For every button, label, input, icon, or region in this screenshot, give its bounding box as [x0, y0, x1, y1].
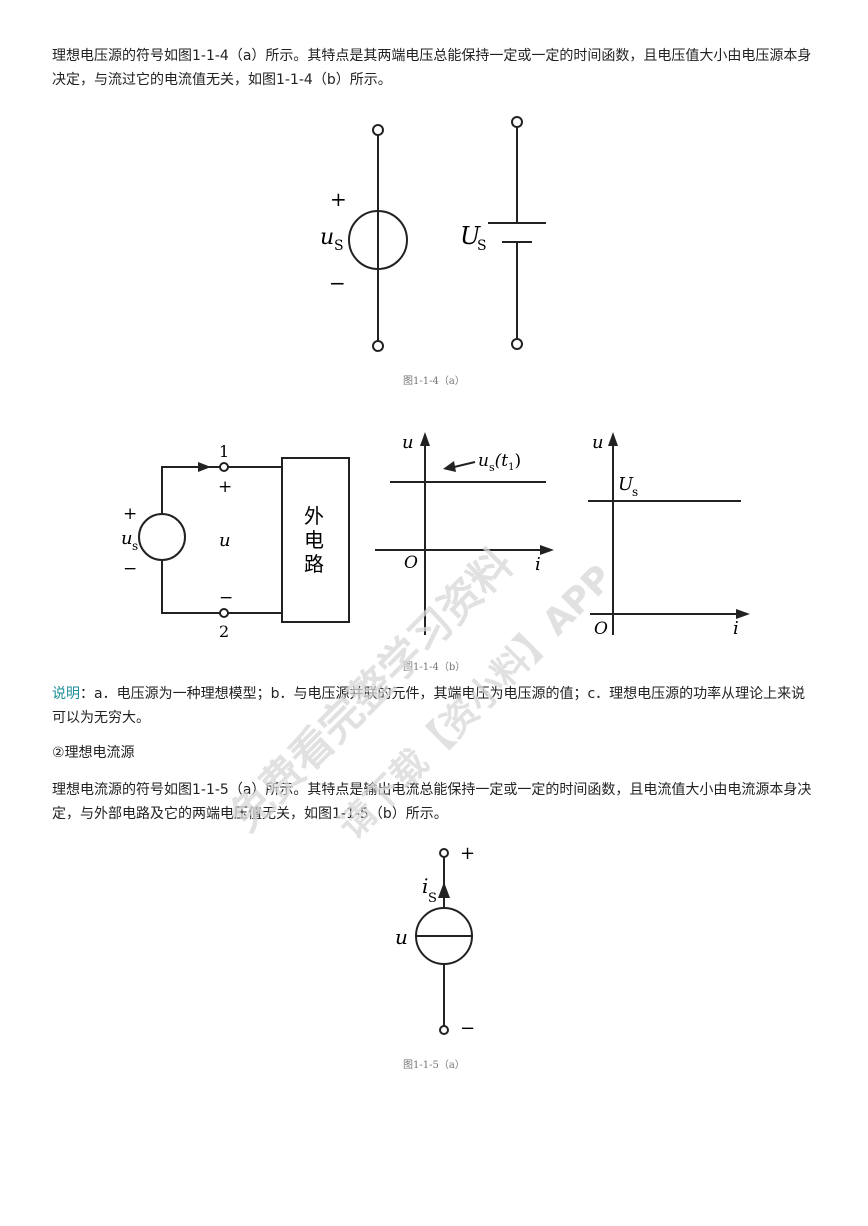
- figure-1-1-4b: 1 + − 2 + u s − u 外 电 路 u i O us(t1) u i…: [121, 432, 750, 641]
- current-label-i: i: [422, 874, 428, 898]
- figure-1-1-4a: + u S − U S: [320, 116, 546, 352]
- source-minus: −: [123, 559, 137, 579]
- terminal-voltage-u: u: [219, 530, 231, 551]
- note-label: 说明: [52, 686, 80, 702]
- plus-sign: +: [460, 843, 475, 864]
- terminal-bottom: [439, 1025, 449, 1035]
- graph2-y-arrow-icon: [608, 432, 618, 446]
- node-2-minus: −: [219, 588, 233, 608]
- battery-terminal-bottom: [511, 338, 523, 350]
- graph2-curve-label: U: [618, 474, 634, 495]
- caption-fig-1-1-4a: 图1-1-4（a）: [403, 376, 465, 387]
- graph1-y-label: u: [402, 432, 414, 453]
- node-2-terminal: [219, 608, 229, 618]
- source-label-u: u: [121, 528, 133, 549]
- plus-sign: +: [330, 187, 347, 211]
- graph2-x-arrow-icon: [736, 609, 750, 619]
- graph1-curve-close: ): [514, 451, 521, 471]
- graph1-curve-label: u: [478, 451, 489, 471]
- terminal-top: [372, 124, 384, 136]
- external-circuit-box: [281, 457, 350, 623]
- node-2-label: 2: [219, 622, 229, 641]
- graph1-y-arrow-icon: [420, 432, 430, 446]
- heading-ideal-current-source: ②理想电流源: [52, 745, 135, 761]
- graph1-curve-arg: (t: [495, 451, 509, 471]
- node-1-plus: +: [218, 477, 232, 497]
- source-label-u: u: [320, 225, 334, 250]
- box-text-1: 外: [304, 504, 324, 528]
- graph1-pointer-arrow-icon: [443, 461, 456, 472]
- graph2-origin: O: [594, 619, 608, 639]
- terminal-top: [439, 848, 449, 858]
- svg-text:us(t1): us(t1): [478, 451, 521, 474]
- source-plus: +: [123, 504, 137, 524]
- graph1-origin: O: [404, 553, 418, 573]
- voltage-label-u: u: [395, 925, 408, 949]
- caption-fig-1-1-4b: 图1-1-4（b）: [403, 662, 466, 673]
- minus-sign: −: [460, 1018, 475, 1039]
- minus-sign: −: [329, 271, 346, 295]
- box-text-3: 路: [304, 552, 324, 576]
- graph1-x-label: i: [535, 554, 541, 575]
- graph2-x-label: i: [733, 618, 739, 639]
- paragraph-voltage-source: 理想电压源的符号如图1-1-4（a）所示。其特点是其两端电压总能保持一定或一定的…: [52, 48, 812, 88]
- box-text-2: 电: [304, 528, 324, 552]
- graph2-curve-sub: s: [632, 485, 638, 499]
- voltage-source-circle: [138, 513, 186, 561]
- graph2-y-label: u: [592, 432, 604, 453]
- source-label-u-sub: s: [132, 539, 138, 553]
- graph1-x-arrow-icon: [540, 545, 554, 555]
- caption-fig-1-1-5a: 图1-1-5（a）: [403, 1060, 465, 1071]
- current-arrow-icon: [438, 882, 450, 898]
- battery-terminal-top: [511, 116, 523, 128]
- current-label-i-sub: S: [428, 891, 437, 906]
- battery-label-U-sub: S: [477, 238, 487, 254]
- terminal-bottom: [372, 340, 384, 352]
- battery-label-U: U: [460, 222, 481, 250]
- note-paragraph: 说明：a．电压源为一种理想模型；b．与电压源并联的元件，其端电压为电压源的值；c…: [52, 682, 816, 730]
- paragraph-current-source: 理想电流源的符号如图1-1-5（a）所示。其特点是输出电流总能保持一定或一定的时…: [52, 782, 812, 822]
- graph1-curve-sub: s: [489, 461, 495, 474]
- node-1-terminal: [219, 462, 229, 472]
- node-1-label: 1: [219, 442, 229, 461]
- graph1-curve-arg-sub: 1: [508, 462, 514, 473]
- note-text: ：a．电压源为一种理想模型；b．与电压源并联的元件，其端电压为电压源的值；c．理…: [52, 686, 806, 726]
- figure-1-1-5a: + i S u −: [395, 843, 475, 1039]
- current-arrow-icon: [198, 462, 211, 472]
- source-label-u-sub: S: [334, 238, 344, 254]
